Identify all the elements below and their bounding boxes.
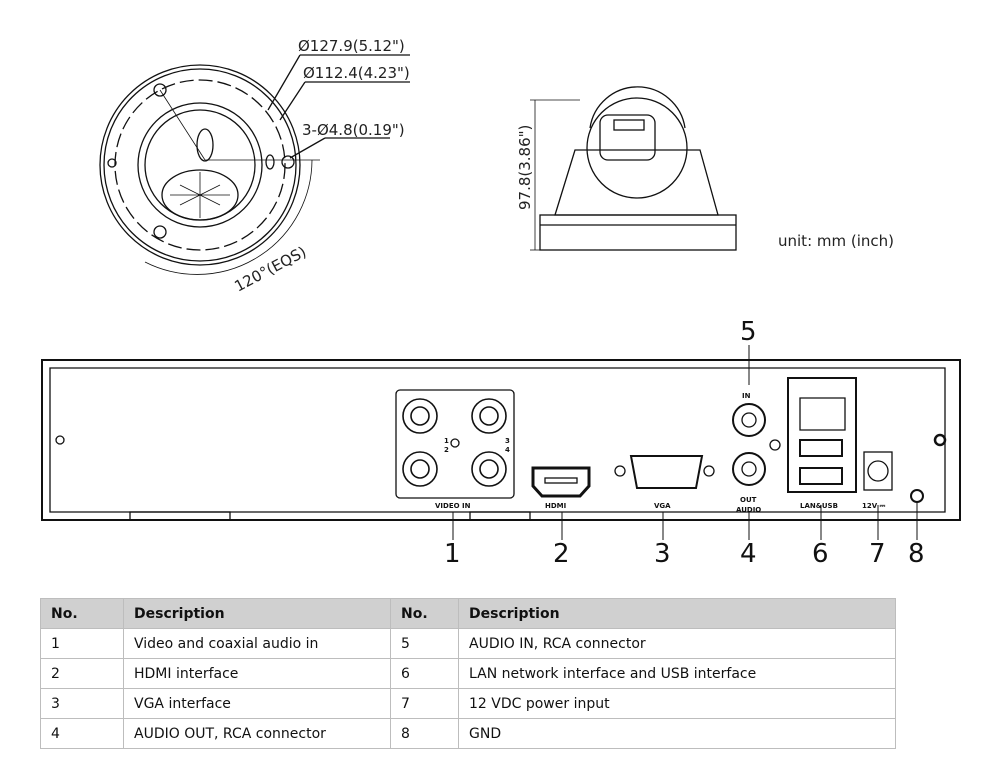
turret-side-view bbox=[530, 86, 737, 251]
header-no: No. bbox=[390, 598, 459, 629]
callout-3: 3 bbox=[654, 539, 671, 569]
height-label: 97.8(3.86") bbox=[516, 125, 534, 210]
holes-label: 3-Ø4.8(0.19") bbox=[302, 121, 405, 139]
cell-description: AUDIO IN, RCA connector bbox=[458, 628, 896, 659]
cell-no: 4 bbox=[40, 718, 124, 749]
cell-no: 2 bbox=[40, 658, 124, 689]
unit-label: unit: mm (inch) bbox=[778, 232, 894, 250]
cell-description: VGA interface bbox=[123, 688, 391, 719]
ch4-label: 4 bbox=[505, 446, 510, 454]
cell-description: 12 VDC power input bbox=[458, 688, 896, 719]
power-label: 12V ⎓ bbox=[862, 502, 886, 510]
video-in-label: VIDEO IN bbox=[435, 502, 471, 510]
ch1-label: 1 bbox=[444, 437, 449, 445]
cell-no: 3 bbox=[40, 688, 124, 719]
cell-description: HDMI interface bbox=[123, 658, 391, 689]
cell-no: 7 bbox=[390, 688, 459, 719]
cell-description: Video and coaxial audio in bbox=[123, 628, 391, 659]
cell-no: 6 bbox=[390, 658, 459, 689]
callout-2: 2 bbox=[553, 539, 570, 569]
callout-6: 6 bbox=[812, 539, 829, 569]
callout-4: 4 bbox=[740, 539, 757, 569]
nvr-rear-panel bbox=[41, 345, 961, 540]
callout-8: 8 bbox=[908, 539, 925, 569]
ch3-label: 3 bbox=[505, 437, 510, 445]
audio-label: AUDIO bbox=[736, 506, 761, 514]
cell-description: AUDIO OUT, RCA connector bbox=[123, 718, 391, 749]
audio-in-label: IN bbox=[742, 392, 751, 400]
audio-out-label: OUT bbox=[740, 496, 757, 504]
vga-label: VGA bbox=[654, 502, 671, 510]
header-description: Description bbox=[123, 598, 391, 629]
inner-diameter-label: Ø112.4(4.23") bbox=[303, 64, 410, 82]
cell-description: GND bbox=[458, 718, 896, 749]
callout-5: 5 bbox=[740, 317, 757, 347]
outer-diameter-label: Ø127.9(5.12") bbox=[298, 37, 405, 55]
cell-no: 8 bbox=[390, 718, 459, 749]
callout-7: 7 bbox=[869, 539, 886, 569]
cell-description: LAN network interface and USB interface bbox=[458, 658, 896, 689]
cell-no: 1 bbox=[40, 628, 124, 659]
diagram-drawings: Ø127.9(5.12") Ø112.4(4.23") 3-Ø4.8(0.19"… bbox=[41, 37, 961, 569]
hdmi-label: HDMI bbox=[545, 502, 566, 510]
lan-usb-label: LAN&USB bbox=[800, 502, 838, 510]
ch2-label: 2 bbox=[444, 446, 449, 454]
dome-bottom-view bbox=[99, 54, 410, 275]
cell-no: 5 bbox=[390, 628, 459, 659]
callout-1: 1 bbox=[444, 539, 461, 569]
header-no: No. bbox=[40, 598, 124, 629]
header-description: Description bbox=[458, 598, 896, 629]
table-header-row: No. Description No. Description bbox=[40, 598, 896, 629]
